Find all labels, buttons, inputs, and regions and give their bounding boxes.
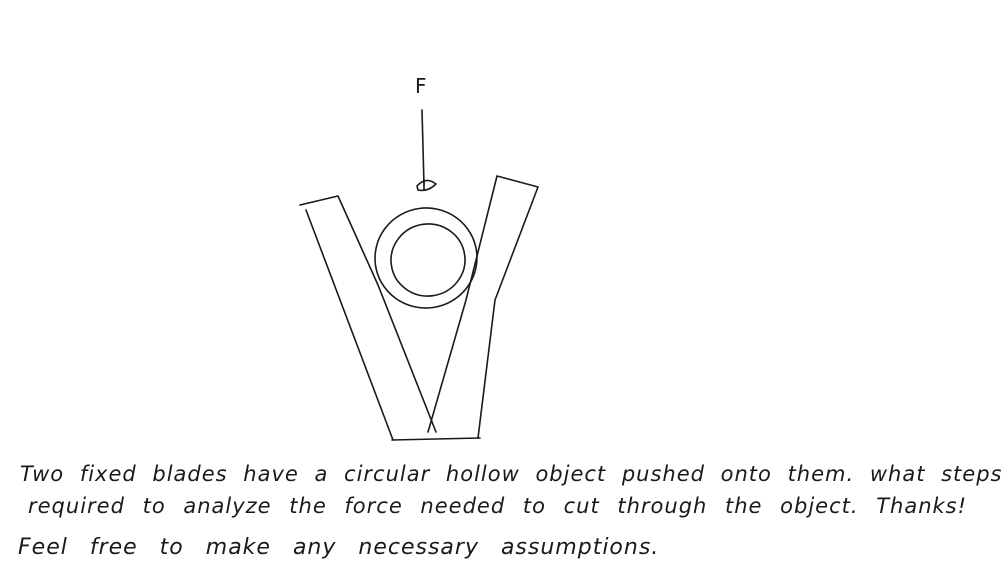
- right-blade: [427, 175, 539, 439]
- force-arrow: [416, 109, 437, 192]
- outer-circle: [374, 207, 478, 309]
- hollow-circular-object: [374, 207, 478, 309]
- caption-line-3: Feel free to make any necessary assumpti…: [18, 535, 660, 560]
- caption-line-1: Two fixed blades have a circular hollow …: [20, 462, 1007, 486]
- blade-base-line: [391, 437, 481, 441]
- inner-circle: [390, 223, 466, 297]
- force-label: F: [415, 74, 428, 98]
- caption-line-2: required to analyze the force needed to …: [28, 494, 968, 518]
- left-blade: [299, 195, 437, 441]
